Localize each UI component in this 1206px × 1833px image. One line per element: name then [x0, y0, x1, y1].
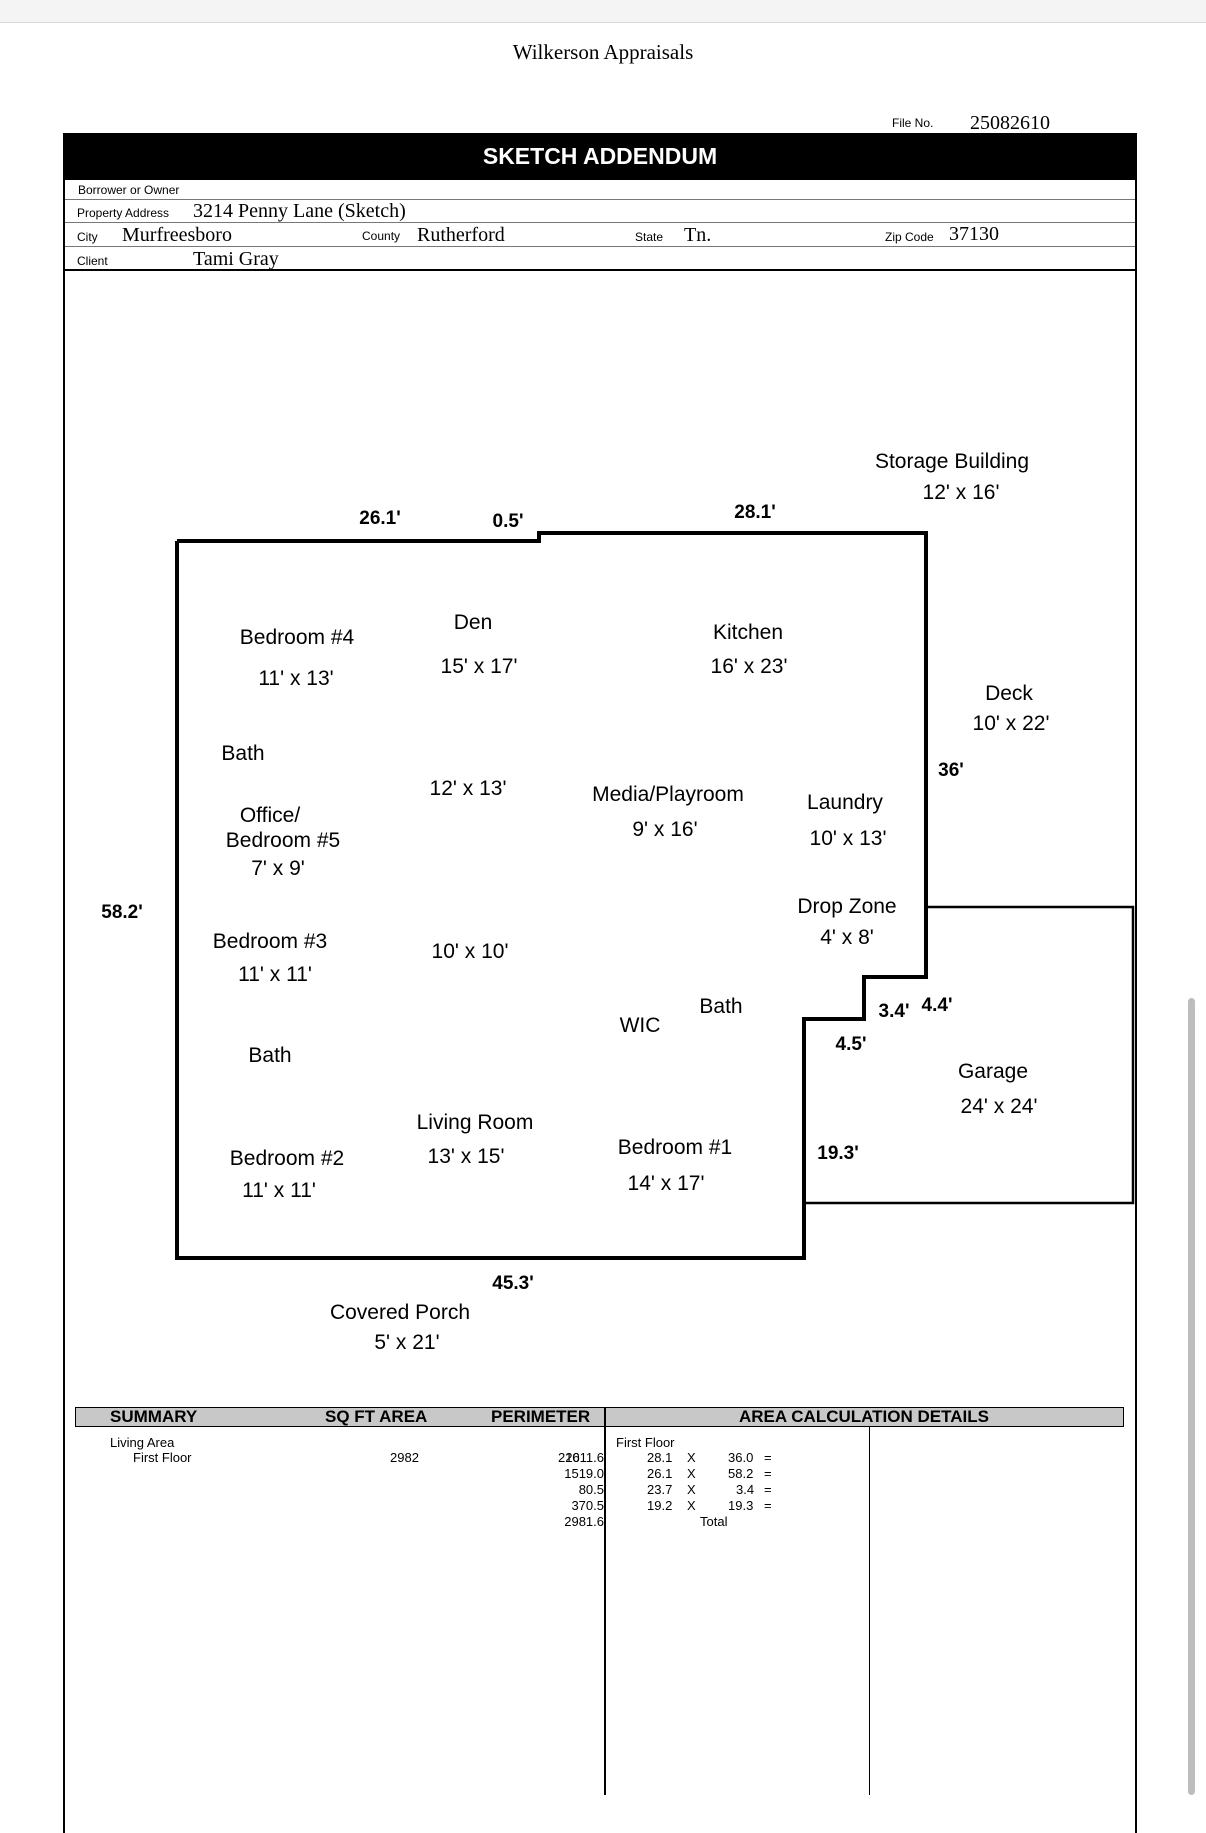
calc-op: X: [687, 1482, 696, 1497]
perimeter-value: 226: [558, 1450, 580, 1465]
calc-a: 19.2: [647, 1498, 673, 1513]
city-value: Murfreesboro: [122, 224, 232, 246]
calc-eq: =: [764, 1482, 772, 1497]
borrower-label: Borrower or Owner: [78, 183, 180, 197]
calc-b: 58.2: [728, 1466, 754, 1481]
calc-a: 23.7: [647, 1482, 673, 1497]
borrower-row: Borrower or Owner: [65, 180, 1135, 200]
summary-divider: [604, 1407, 606, 1795]
company-header: Wilkerson Appraisals: [512, 40, 694, 64]
file-number-label: File No.: [892, 116, 934, 130]
file-number-value: 25082610: [970, 112, 1050, 134]
zip-code-label: Zip Code: [885, 230, 934, 244]
details-floor-label: First Floor: [616, 1435, 675, 1450]
calc-b: 36.0: [728, 1450, 754, 1465]
calc-a: 26.1: [647, 1466, 673, 1481]
details-header: AREA CALCULATION DETAILS: [739, 1407, 989, 1426]
calc-eq: =: [764, 1498, 772, 1513]
sqft-value: 2982: [390, 1450, 419, 1465]
calc-rows: 28.1 X 36.0 = 1011.6 26.1 X 58.2 = 1519.…: [564, 1450, 869, 1530]
calc-total-value: 2981.6: [564, 1514, 604, 1529]
state-value: Tn.: [684, 224, 712, 246]
calc-eq: =: [764, 1466, 772, 1481]
calc-result: 80.5: [578, 1482, 604, 1497]
first-floor-label: First Floor: [133, 1450, 192, 1465]
perimeter-header: PERIMETER: [491, 1407, 591, 1426]
city-label: City: [77, 230, 98, 244]
browser-top-bar: [0, 0, 1206, 23]
calc-result: 1519.0: [564, 1466, 604, 1481]
location-row: City Murfreesboro County Rutherford Stat…: [65, 223, 1135, 247]
client-label: Client: [77, 254, 108, 268]
form-title: SKETCH ADDENDUM: [65, 133, 1135, 180]
calc-b: 19.3: [728, 1498, 754, 1513]
county-value: Rutherford: [417, 224, 505, 246]
state-label: State: [635, 230, 664, 244]
calc-a: 28.1: [647, 1450, 673, 1465]
client-value: Tami Gray: [193, 248, 279, 270]
calc-result: 1011.6: [565, 1450, 604, 1465]
calc-eq: =: [764, 1450, 772, 1465]
summary-header: SUMMARY: [110, 1407, 198, 1426]
client-row: Client Tami Gray: [65, 247, 1135, 271]
sqft-header: SQ FT AREA: [325, 1407, 428, 1426]
property-address-value: 3214 Penny Lane (Sketch): [193, 200, 406, 222]
property-address-label: Property Address: [77, 206, 170, 220]
calc-op: X: [687, 1498, 696, 1513]
zip-code-value: 37130: [949, 223, 999, 245]
calc-op: X: [687, 1466, 696, 1481]
details-divider: [869, 1426, 870, 1795]
calc-total-label: Total: [700, 1514, 728, 1529]
calc-op: X: [687, 1450, 696, 1465]
summary-header-bar: SUMMARY SQ FT AREA PERIMETER AREA CALCUL…: [75, 1407, 1124, 1427]
property-address-row: Property Address 3214 Penny Lane (Sketch…: [65, 200, 1135, 223]
calc-b: 3.4: [736, 1482, 755, 1497]
calc-result: 370.5: [571, 1498, 604, 1513]
vertical-scrollbar[interactable]: [1188, 998, 1195, 1795]
county-label: County: [362, 229, 401, 243]
sketch-addendum-form: SKETCH ADDENDUM Borrower or Owner Proper…: [63, 133, 1137, 1833]
living-area-label: Living Area: [110, 1435, 175, 1450]
